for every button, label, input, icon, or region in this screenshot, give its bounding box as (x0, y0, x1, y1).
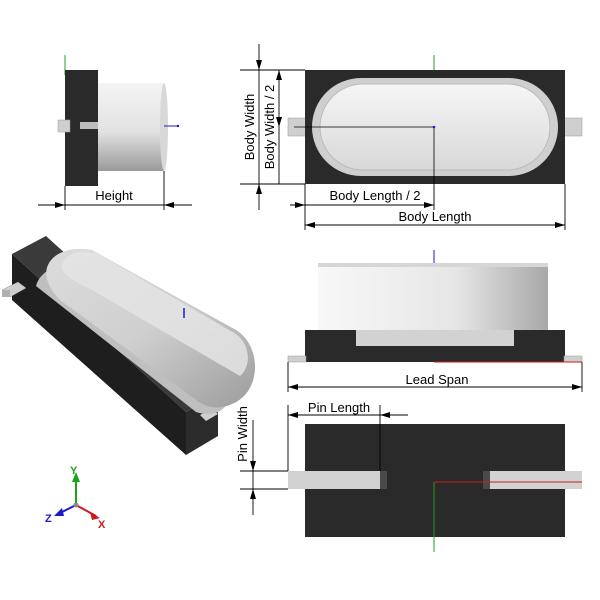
front-cap (318, 263, 548, 331)
axis-x-label: X (98, 519, 106, 531)
axis-triad: Y Z X (45, 465, 106, 531)
body-width-label: Body Width (242, 94, 257, 160)
pin-width-label: Pin Width (235, 406, 250, 462)
side-cap (98, 83, 164, 171)
body-length-label: Body Length (398, 209, 471, 224)
side-view: Height (38, 55, 192, 210)
pin-length-label: Pin Length (308, 400, 370, 415)
axis-y-label: Y (70, 465, 78, 477)
bottom-view: Pin Length Pin Width (235, 400, 582, 552)
axis-z-label: Z (45, 513, 52, 525)
left-pin (288, 471, 380, 489)
isometric-view (1, 236, 256, 455)
body-length-half-label: Body Length / 2 (329, 188, 420, 203)
top-view: Body Width Body Width / 2 Body Length / … (240, 44, 583, 230)
right-pin (490, 471, 582, 489)
lead-span-label: Lead Span (406, 372, 469, 387)
height-label: Height (95, 188, 133, 203)
front-view: Lead Span (287, 250, 583, 392)
body-width-half-label: Body Width / 2 (262, 85, 277, 170)
